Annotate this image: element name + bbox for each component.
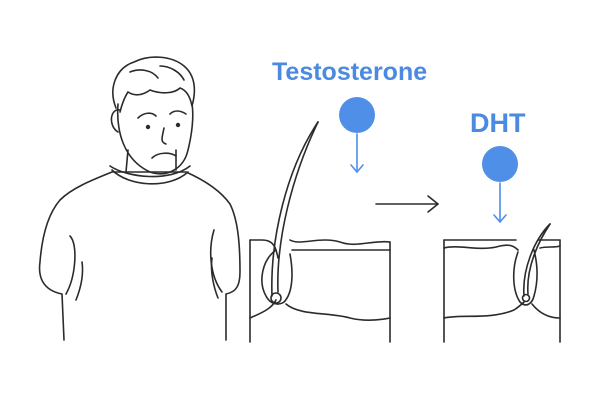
hormone-circle-icon [482,146,518,182]
dht-marker [482,146,518,223]
dht-label: DHT [470,108,526,138]
right-arrow-icon [375,195,439,213]
miniaturized-hair-follicle-icon [443,223,561,343]
healthy-hair-follicle-icon [249,121,391,343]
hormone-circle-icon [339,97,375,133]
worried-man-icon [38,56,241,341]
testosterone-label: Testosterone [272,58,428,86]
testosterone-marker [339,97,375,173]
